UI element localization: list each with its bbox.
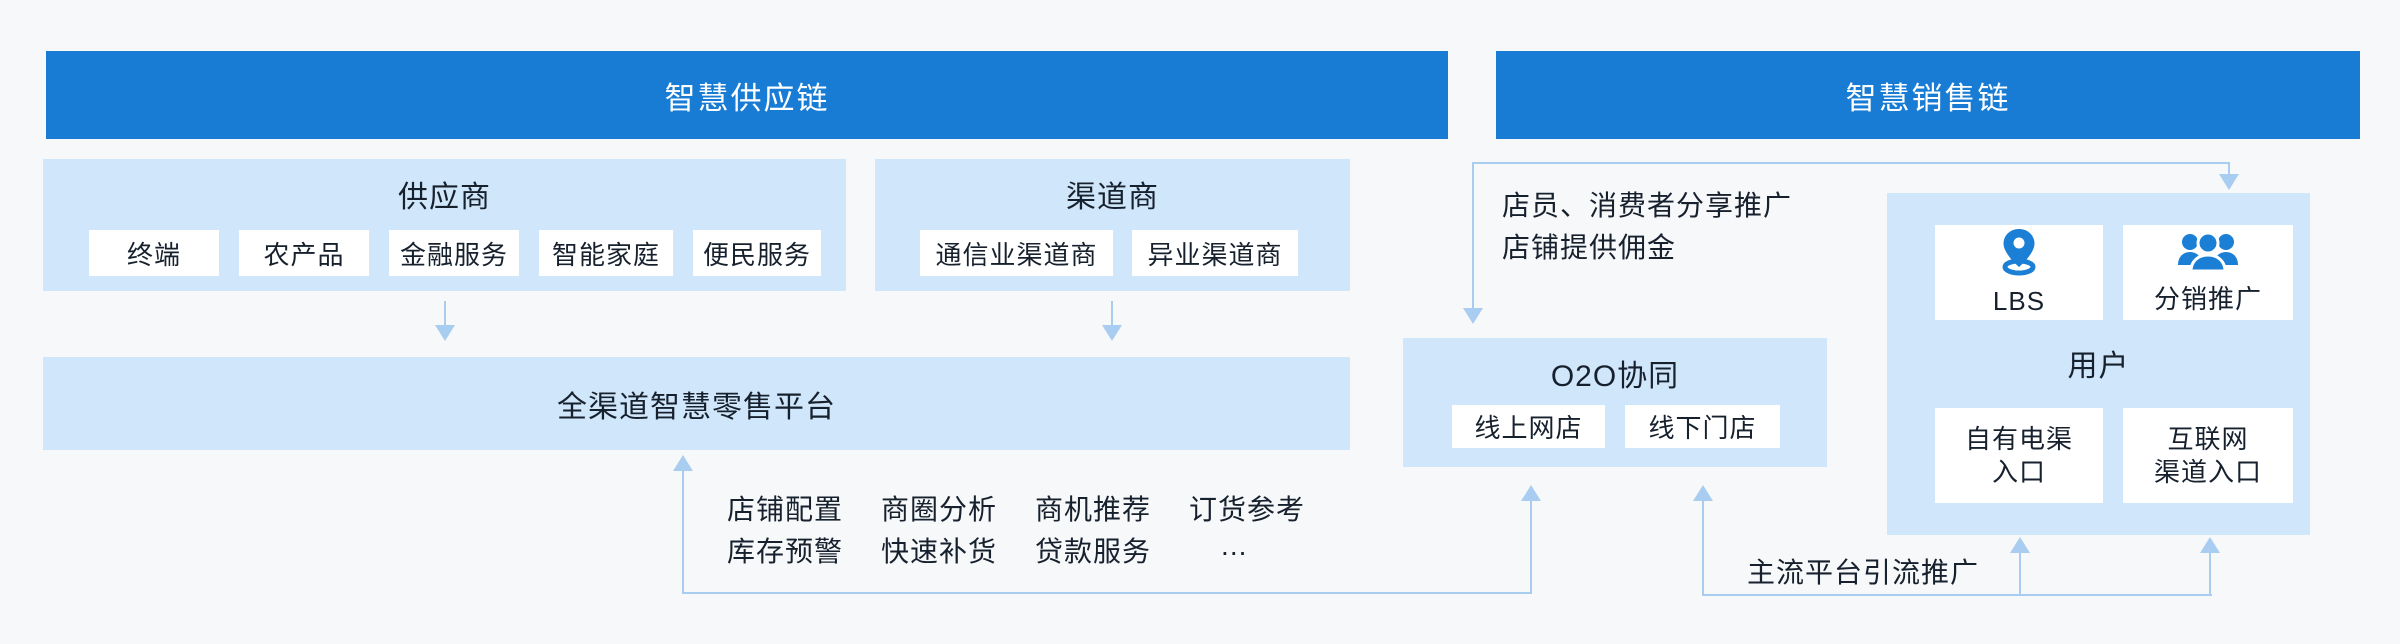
right-connector-hline — [1702, 594, 2212, 596]
user-chip-internet-channel-line1: 互联网 — [2167, 423, 2249, 454]
supplier-chip-terminal: 终端 — [89, 230, 219, 276]
right-connector-to-user1-arrowhead-icon — [2010, 537, 2030, 553]
o2o-chip-offline-store: 线下门店 — [1625, 405, 1780, 448]
channel-panel-title: 渠道商 — [1066, 181, 1159, 214]
right-connector-vline-o2o — [1702, 500, 1704, 594]
channel-chip-telecom: 通信业渠道商 — [920, 230, 1113, 276]
user-chip-own-channel-line1: 自有电渠 — [1964, 423, 2073, 454]
right-connector-to-user2-arrowhead-icon — [2200, 537, 2220, 553]
o2o-user-connector-arrowhead-user-icon — [2219, 174, 2239, 190]
user-panel: LBS 分销推广 用户 自有电渠 入口 互联网 渠道入口 — [1887, 193, 2310, 535]
left-connector-vline-right — [1530, 500, 1532, 594]
platform-bar-label: 全渠道智慧零售平台 — [557, 390, 836, 424]
supplier-chip-finance: 金融服务 — [389, 230, 519, 276]
feature-order-ref: 订货参考 — [1189, 494, 1306, 525]
o2o-panel: O2O协同 线上网店 线下门店 — [1403, 338, 1827, 467]
feature-stock-alert: 库存预警 — [727, 536, 844, 567]
channel-to-platform-arrow-line — [1111, 301, 1113, 327]
share-promo-note-line2: 店铺提供佣金 — [1502, 232, 1677, 263]
left-connector-vline — [682, 470, 684, 592]
user-chip-lbs-label: LBS — [1992, 286, 2046, 316]
people-group-icon — [2177, 229, 2239, 283]
o2o-user-connector-arrowhead-o2o-icon — [1463, 308, 1483, 324]
user-panel-title: 用户 — [2067, 350, 2130, 383]
channel-chip-cross-industry: 异业渠道商 — [1132, 230, 1298, 276]
supplier-chip-smart-home: 智能家庭 — [539, 230, 673, 276]
o2o-user-connector-hline — [1472, 162, 2230, 164]
o2o-user-connector-vline-left — [1472, 162, 1474, 310]
o2o-chip-online-store: 线上网店 — [1452, 405, 1605, 448]
user-chip-own-channel-line2: 入口 — [1991, 456, 2046, 487]
supplier-to-platform-arrow-line — [444, 301, 446, 327]
supplier-panel-title: 供应商 — [398, 181, 491, 214]
platform-features-row2: 库存预警 快速补货 贷款服务 ... — [727, 530, 1247, 570]
left-connector-hline — [682, 592, 1532, 594]
user-chip-distribution: 分销推广 — [2123, 225, 2293, 320]
user-chip-distribution-label: 分销推广 — [2153, 284, 2262, 314]
user-chip-lbs: LBS — [1935, 225, 2103, 320]
user-chip-own-channel: 自有电渠 入口 — [1935, 408, 2103, 503]
o2o-user-connector-vline-right — [2228, 162, 2230, 176]
location-pin-icon — [1992, 227, 2046, 285]
channel-panel: 渠道商 通信业渠道商 异业渠道商 — [875, 159, 1350, 291]
o2o-chip-row: 线上网店 线下门店 — [1452, 405, 1780, 448]
user-chip-internet-channel: 互联网 渠道入口 — [2123, 408, 2293, 503]
right-connector-vline-user2 — [2209, 552, 2211, 594]
platform-bar: 全渠道智慧零售平台 — [43, 357, 1350, 450]
header-smart-sales-chain: 智慧销售链 — [1496, 51, 2360, 139]
user-chip-internet-channel-line2: 渠道入口 — [2153, 456, 2262, 487]
feature-trade-analysis: 商圈分析 — [881, 494, 998, 525]
right-connector-to-o2o-arrowhead-icon — [1693, 485, 1713, 501]
left-connector-to-o2o-arrowhead-icon — [1521, 485, 1541, 501]
feature-store-config: 店铺配置 — [727, 494, 844, 525]
feature-opportunity: 商机推荐 — [1035, 494, 1152, 525]
feature-restock: 快速补货 — [881, 536, 998, 567]
supplier-chip-agri: 农产品 — [239, 230, 369, 276]
supplier-to-platform-arrowhead-icon — [435, 325, 455, 341]
header-smart-sales-chain-label: 智慧销售链 — [1845, 80, 2011, 116]
supplier-panel: 供应商 终端 农产品 金融服务 智能家庭 便民服务 — [43, 159, 846, 291]
traffic-promo-note: 主流平台引流推广 — [1747, 557, 1980, 588]
right-connector-vline-user1 — [2019, 552, 2021, 594]
feature-loan-service: 贷款服务 — [1035, 536, 1152, 567]
share-promo-note-line1: 店员、消费者分享推广 — [1502, 190, 1793, 221]
channel-chip-row: 通信业渠道商 异业渠道商 — [920, 230, 1298, 276]
o2o-panel-title: O2O协同 — [1550, 360, 1680, 393]
features-to-platform-arrowhead-icon — [673, 455, 693, 471]
supplier-chip-row: 终端 农产品 金融服务 智能家庭 便民服务 — [89, 230, 821, 276]
header-smart-supply-chain-label: 智慧供应链 — [664, 80, 830, 116]
channel-to-platform-arrowhead-icon — [1102, 325, 1122, 341]
header-smart-supply-chain: 智慧供应链 — [46, 51, 1448, 139]
platform-features-row1: 店铺配置 商圈分析 商机推荐 订货参考 — [727, 488, 1305, 528]
supplier-chip-convenience: 便民服务 — [693, 230, 821, 276]
feature-ellipsis: ... — [1221, 530, 1248, 561]
